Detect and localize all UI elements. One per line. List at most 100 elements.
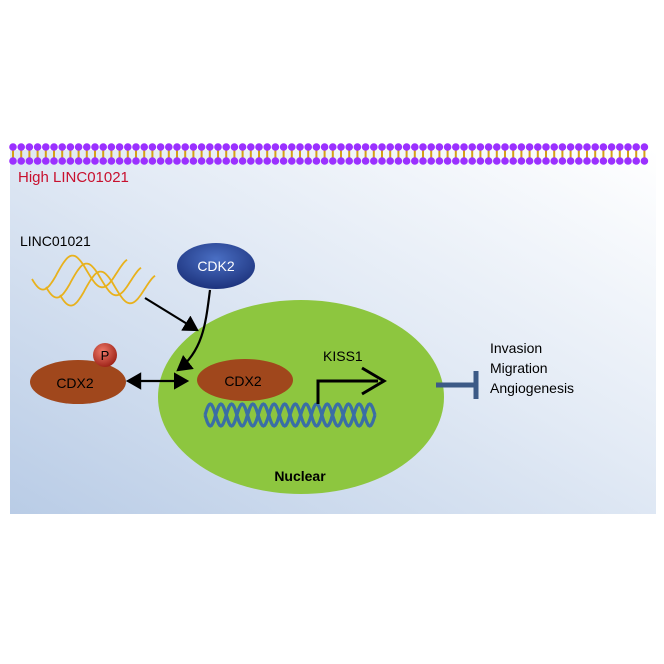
lipid-head	[640, 157, 649, 165]
lipid-head	[197, 157, 206, 165]
lipid-head	[345, 143, 354, 151]
inhibition-symbol	[436, 371, 479, 399]
lipid-head	[222, 157, 230, 165]
lipid-head	[542, 157, 550, 165]
lipid-head	[337, 157, 345, 165]
lipid-head	[66, 143, 75, 151]
lipid-head	[534, 143, 542, 151]
lipid-head	[288, 157, 296, 165]
process-invasion: Invasion	[490, 340, 542, 356]
lipid-head	[124, 157, 132, 165]
lipid-head	[140, 157, 148, 165]
lipid-head	[566, 143, 575, 151]
lipid-head	[99, 143, 107, 151]
lipid-head	[386, 143, 395, 151]
lipid-head	[66, 157, 75, 165]
lipid-head	[255, 157, 263, 165]
lipid-head	[419, 157, 427, 165]
lipid-head	[214, 157, 222, 165]
lipid-head	[296, 143, 304, 151]
lipid-head	[394, 143, 403, 151]
lipid-head	[58, 157, 66, 165]
lipid-head	[575, 157, 583, 165]
lipid-head	[566, 157, 575, 165]
lipid-head	[493, 143, 501, 151]
lipid-head	[25, 143, 34, 151]
lipid-head	[575, 143, 583, 151]
lipid-head	[156, 143, 165, 151]
lipid-head	[263, 157, 272, 165]
lipid-head	[599, 157, 608, 165]
lipid-head	[484, 143, 493, 151]
lipid-head	[460, 157, 468, 165]
lipid-head	[238, 143, 247, 151]
lipid-head	[74, 157, 83, 165]
dna-strand	[203, 402, 377, 428]
lipid-head	[476, 143, 485, 151]
lipid-head	[181, 157, 189, 165]
lipid-head	[230, 157, 239, 165]
lipid-head	[206, 157, 214, 165]
lipid-head	[345, 157, 354, 165]
lipid-head	[17, 157, 26, 165]
lipid-head	[320, 157, 329, 165]
lipid-head	[99, 157, 107, 165]
cell-membrane	[9, 143, 649, 165]
lipid-head	[115, 157, 124, 165]
lipid-head	[402, 143, 411, 151]
lipid-head	[632, 157, 640, 165]
lipid-head	[435, 157, 444, 165]
lipid-head	[337, 143, 345, 151]
nuclear-cdx2-protein	[197, 359, 293, 401]
lipid-head	[329, 143, 337, 151]
cdk2-to-cdx2-arrow	[176, 289, 212, 372]
lipid-head	[484, 157, 493, 165]
lipid-head	[9, 157, 17, 165]
lncrna-label: LINC01021	[20, 233, 91, 249]
phosphate-label: P	[101, 348, 110, 363]
lipid-head	[197, 143, 206, 151]
lipid-head	[148, 157, 157, 165]
lipid-head	[443, 143, 452, 151]
lipid-head	[493, 157, 501, 165]
lipid-head	[525, 143, 534, 151]
lipid-head	[476, 157, 485, 165]
lipid-head	[255, 143, 263, 151]
lipid-head	[419, 143, 427, 151]
lipid-head	[370, 157, 378, 165]
lipid-head	[33, 157, 42, 165]
lipid-head	[583, 157, 591, 165]
header-label: High LINC01021	[18, 169, 129, 186]
lipid-head	[17, 143, 26, 151]
lipid-head	[599, 143, 608, 151]
lipid-head	[247, 157, 255, 165]
lipid-head	[624, 157, 632, 165]
lipid-head	[624, 143, 632, 151]
lipid-head	[509, 157, 517, 165]
kiss1-gene-label: KISS1	[323, 348, 363, 364]
dna-helix	[203, 402, 377, 428]
phosphate-group	[93, 343, 117, 367]
cytoplasmic-cdx2-protein	[30, 360, 126, 404]
lipid-head	[550, 157, 558, 165]
lipid-head	[271, 157, 280, 165]
lipid-head	[9, 143, 17, 151]
lipid-head	[378, 143, 386, 151]
lipid-head	[165, 157, 173, 165]
transcription-arrowhead	[361, 366, 387, 396]
lipid-head	[452, 143, 460, 151]
lipid-head	[370, 143, 378, 151]
lipid-head	[222, 143, 230, 151]
lipid-head	[501, 157, 509, 165]
lipid-head	[632, 143, 640, 151]
lipid-head	[452, 157, 460, 165]
lipid-head	[509, 143, 517, 151]
process-migration: Migration	[490, 360, 548, 376]
lncrna-strand	[59, 270, 156, 307]
lipid-head	[132, 157, 140, 165]
lipid-head	[271, 143, 280, 151]
lipid-head	[214, 143, 222, 151]
lipid-head	[304, 157, 313, 165]
lipid-head	[501, 143, 509, 151]
